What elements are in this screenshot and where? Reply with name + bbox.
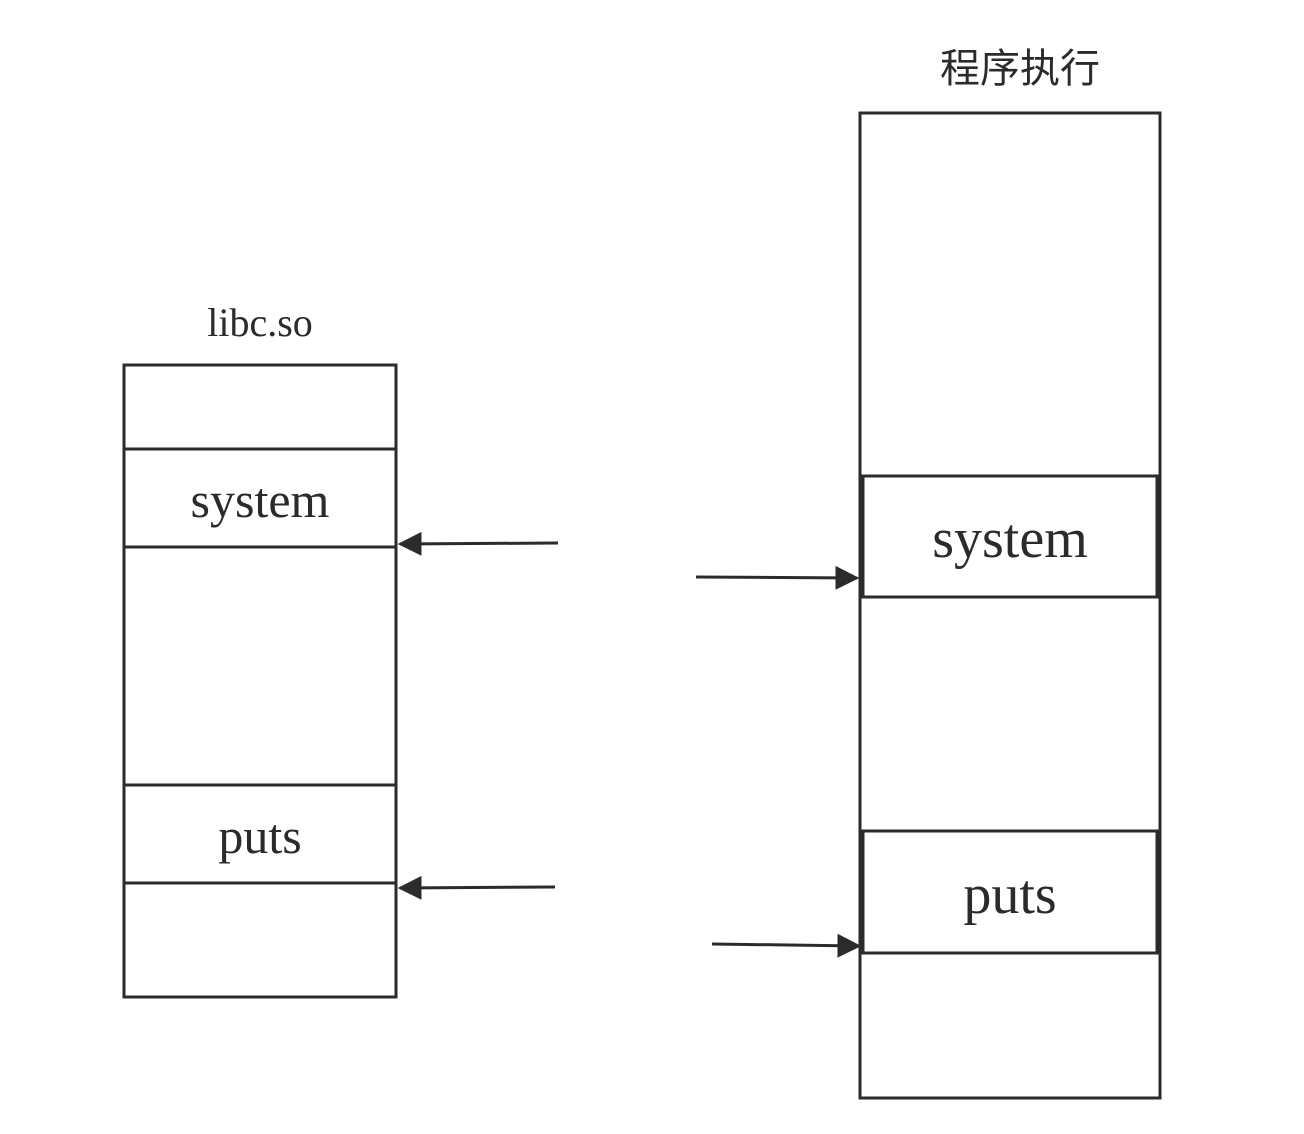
program-outline [858,111,1162,1100]
arrow-to-program-system [695,565,860,590]
libc-block: libc.so system puts [122,300,398,999]
program-block: 程序执行 system puts [858,46,1162,1100]
program-system-segment [861,474,1159,599]
program-title: 程序执行 [940,46,1100,91]
arrow-to-program-puts [711,933,862,958]
libc-system-label: system [191,472,330,528]
program-puts-segment [861,829,1159,955]
arrow-to-libc-puts [397,875,556,900]
libc-puts-label: puts [218,808,301,864]
libc-outline [122,363,398,999]
program-puts-label: puts [963,864,1056,926]
arrow-to-libc-system [397,531,559,556]
libc-title: libc.so [207,300,313,345]
program-system-label: system [932,508,1088,570]
